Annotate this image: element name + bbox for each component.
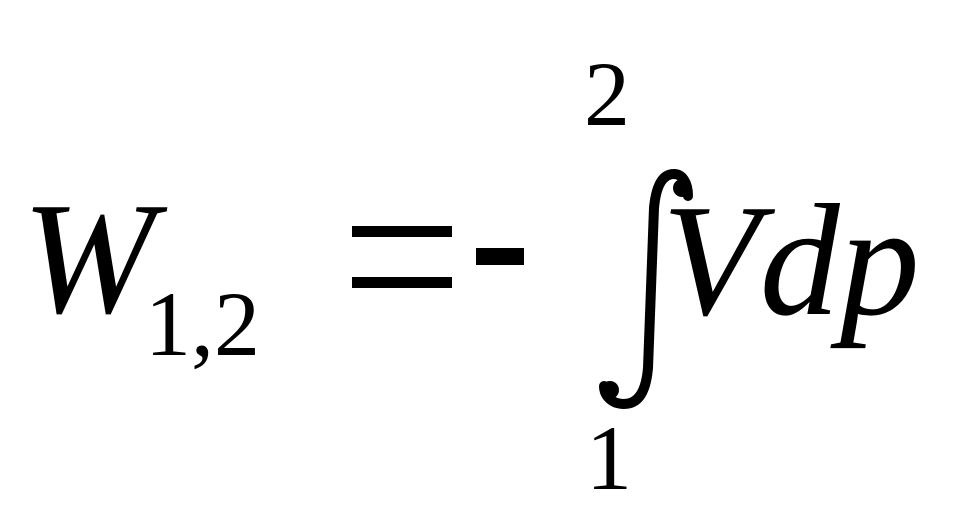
minus-sign (476, 248, 524, 265)
work-symbol: W (22, 169, 156, 347)
equals-bar-bottom (352, 277, 452, 288)
integral-lower-limit: 1 (586, 407, 632, 509)
integral-upper-limit: 2 (584, 43, 630, 145)
equals-bar-top (352, 226, 452, 237)
equals-sign (352, 226, 452, 288)
integrand: Vdp (662, 171, 920, 349)
integral-sign-icon (599, 168, 693, 410)
work-subscript: 1,2 (145, 273, 260, 375)
